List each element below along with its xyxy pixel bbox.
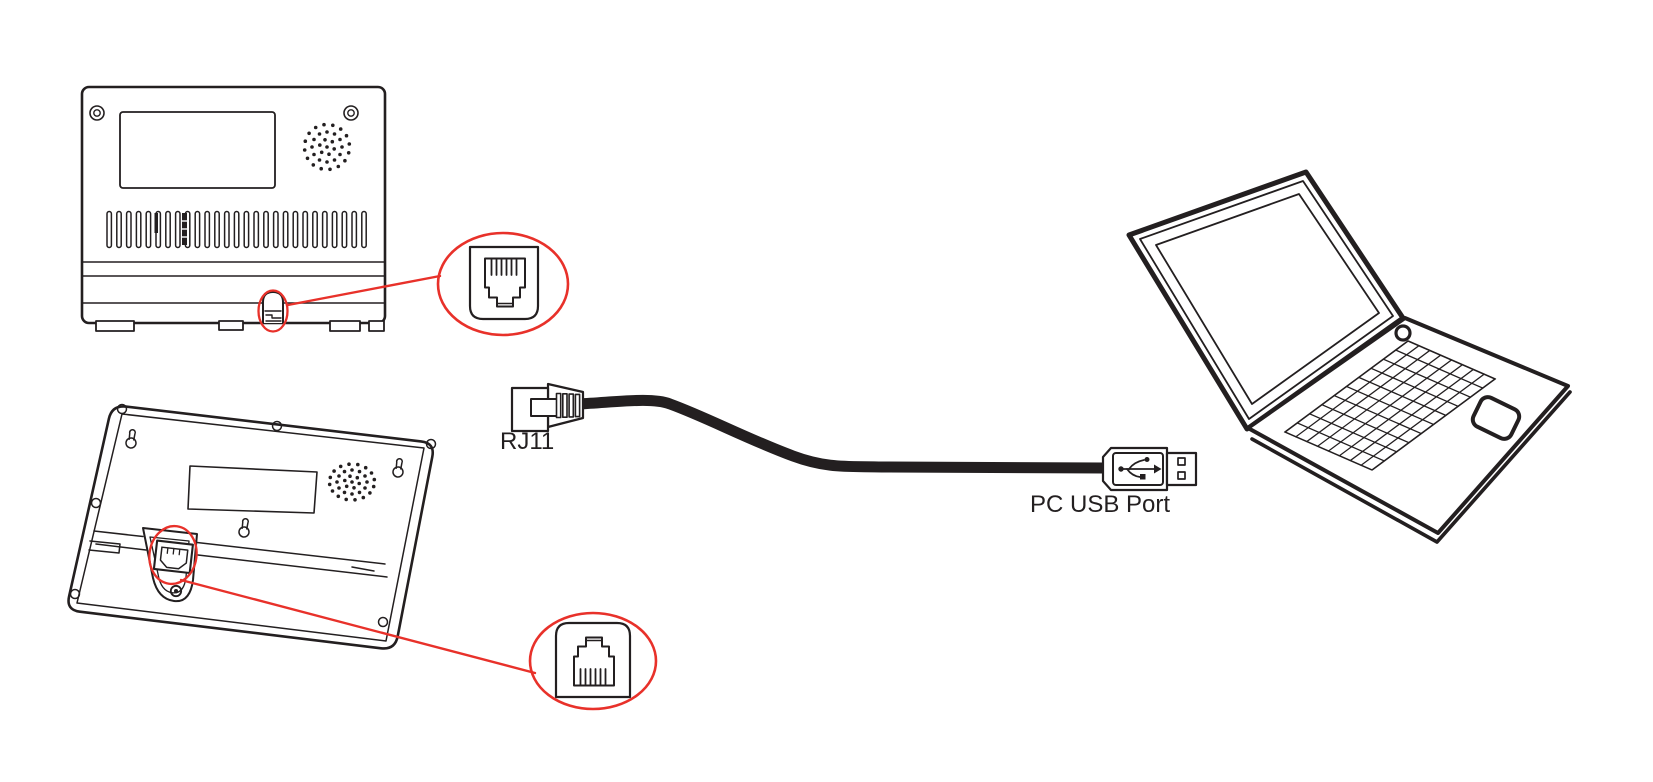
rj11-jack-callout-bottom xyxy=(528,611,658,711)
laptop-base-rim xyxy=(1250,390,1572,544)
device-b-port-highlight xyxy=(148,524,198,586)
laptop-power-button xyxy=(1394,324,1412,342)
device-b-label-recess xyxy=(187,465,318,514)
rj11-jack-plate xyxy=(468,245,540,321)
device-a-feet xyxy=(95,320,385,332)
device-a-label-recess xyxy=(119,111,276,189)
device-b-speaker-grille xyxy=(327,462,377,502)
pc-usb-port-label: PC USB Port xyxy=(1030,491,1170,518)
device-b-inner-edge xyxy=(76,413,425,642)
laptop-trackpad xyxy=(1470,395,1522,441)
rj11-plug xyxy=(510,382,585,433)
usb-plug xyxy=(1101,446,1198,492)
device-b-housing-screw xyxy=(169,584,183,598)
device-a-rear xyxy=(80,85,387,333)
device-a-rj11-port xyxy=(262,291,284,323)
device-a-port-highlight xyxy=(257,289,289,333)
device-a-vents xyxy=(106,210,367,249)
cable-cord xyxy=(578,394,1105,474)
device-a-speaker-grille xyxy=(302,122,352,172)
laptop-keyboard xyxy=(1283,340,1497,471)
laptop-base xyxy=(1246,316,1570,535)
rj11-jack-callout-top xyxy=(436,231,570,337)
device-b-rear xyxy=(67,403,437,650)
rj11-usb-cable: RJ11 PC USB Port xyxy=(500,382,1198,518)
laptop xyxy=(1126,169,1572,544)
device-b-bottom-seams xyxy=(88,530,388,578)
device-b-rj11-port xyxy=(152,539,194,575)
laptop-screen xyxy=(1155,193,1380,405)
device-b-screws xyxy=(69,403,437,628)
device-a-screw-left xyxy=(89,105,105,121)
vent-mark xyxy=(154,213,158,233)
rj11-label: RJ11 xyxy=(500,428,554,455)
leader-line-top xyxy=(286,274,442,307)
leader-line-bottom xyxy=(179,578,537,675)
usb-trident-icon xyxy=(1118,457,1162,480)
device-a-screw-right xyxy=(343,105,359,121)
